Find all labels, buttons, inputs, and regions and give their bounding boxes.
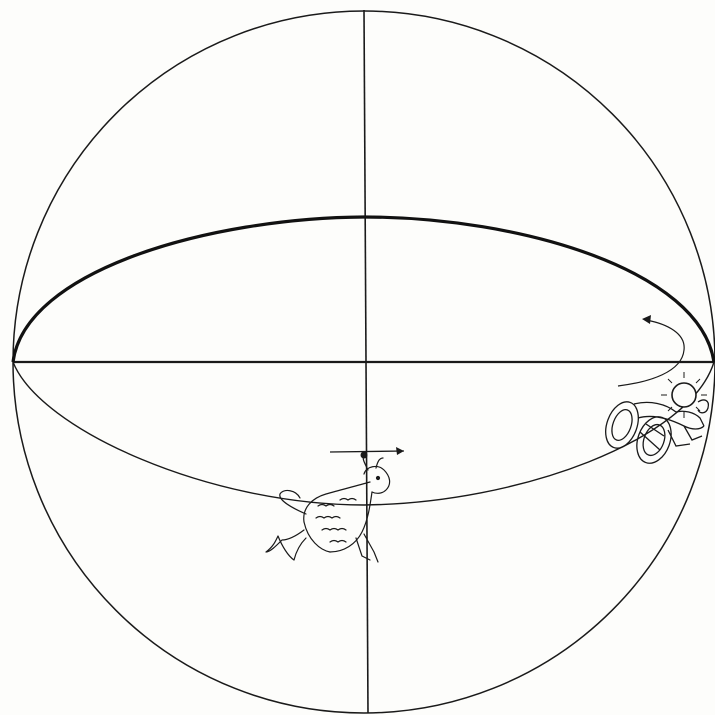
sun-path-arrow: [618, 315, 684, 386]
ellipse-upper-arc: [13, 217, 714, 362]
capricorn-goat-icon: [266, 456, 390, 562]
sun-chariot-icon: [600, 397, 709, 468]
